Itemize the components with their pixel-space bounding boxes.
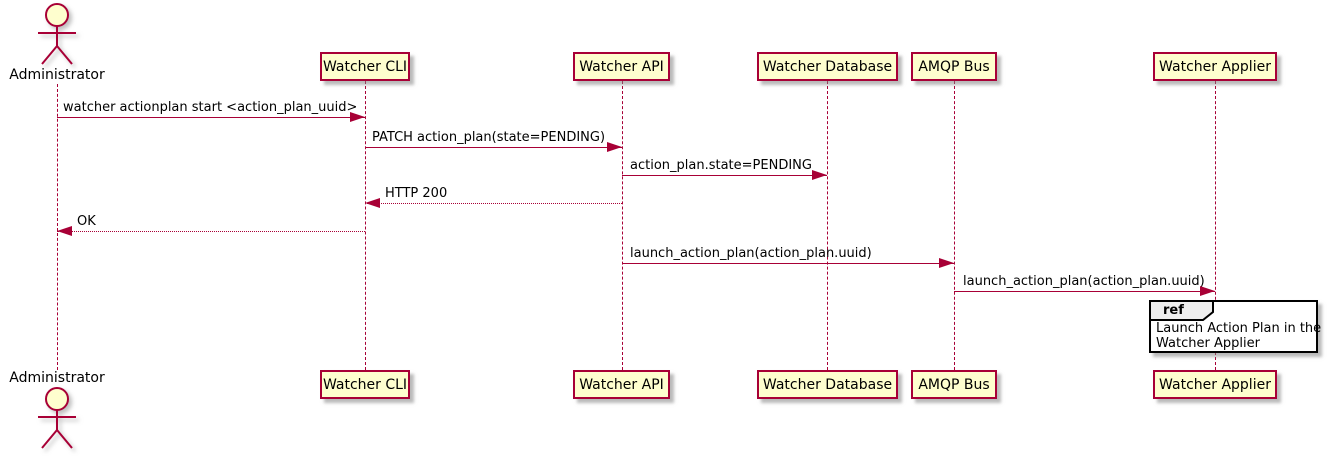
- message-line: [365, 147, 622, 148]
- ref-fragment: ref Launch Action Plan in the Watcher Ap…: [1149, 300, 1322, 353]
- participant-watcher-applier-top: Watcher Applier: [1153, 52, 1277, 81]
- arrowhead-icon: [57, 226, 72, 236]
- arrowhead-icon: [939, 258, 954, 268]
- arrowhead-icon: [365, 198, 380, 208]
- arrowhead-icon: [607, 142, 622, 152]
- ref-text-line1: Launch Action Plan in the: [1156, 321, 1322, 336]
- message-line: [622, 263, 954, 264]
- ref-keyword: ref: [1163, 303, 1184, 318]
- message-line: [954, 291, 1215, 292]
- participant-watcher-cli-top: Watcher CLI: [320, 52, 410, 81]
- arrowhead-icon: [812, 170, 827, 180]
- message-label: OK: [77, 214, 96, 229]
- message-label: PATCH action_plan(state=PENDING): [372, 130, 606, 145]
- message-label: watcher actionplan start <action_plan_uu…: [63, 100, 358, 115]
- message-line: [57, 117, 365, 118]
- participant-watcher-cli-bottom: Watcher CLI: [320, 370, 410, 399]
- message-label: launch_action_plan(action_plan.uuid): [630, 246, 872, 261]
- participant-watcher-api-bottom: Watcher API: [573, 370, 670, 399]
- participant-watcher-applier-bottom: Watcher Applier: [1153, 370, 1277, 399]
- message-label: action_plan.state=PENDING: [630, 158, 812, 173]
- participant-amqp-bus-top: AMQP Bus: [911, 52, 997, 81]
- lifeline-watcher-api: [622, 81, 623, 370]
- participant-watcher-api-top: Watcher API: [573, 52, 670, 81]
- message-line: [365, 203, 622, 204]
- lifeline-watcher-cli: [365, 81, 366, 370]
- message-line: [622, 175, 827, 176]
- message-line: [57, 231, 365, 232]
- arrowhead-icon: [1200, 286, 1215, 296]
- actor-label-bottom: Administrator: [9, 370, 105, 386]
- lifeline-watcher-applier: [1215, 81, 1216, 370]
- ref-text-line2: Watcher Applier: [1156, 336, 1260, 351]
- ref-tab-icon: [1149, 300, 1214, 321]
- actor-icon: [34, 2, 80, 70]
- message-label: HTTP 200: [385, 186, 448, 201]
- participant-watcher-database-bottom: Watcher Database: [757, 370, 898, 399]
- arrowhead-icon: [350, 112, 365, 122]
- actor-label-top: Administrator: [9, 67, 105, 83]
- participant-amqp-bus-bottom: AMQP Bus: [911, 370, 997, 399]
- participant-watcher-database-top: Watcher Database: [757, 52, 898, 81]
- actor-icon: [34, 386, 80, 454]
- lifeline-watcher-database: [827, 81, 828, 370]
- lifeline-amqp-bus: [954, 81, 955, 370]
- message-label: launch_action_plan(action_plan.uuid): [963, 274, 1205, 289]
